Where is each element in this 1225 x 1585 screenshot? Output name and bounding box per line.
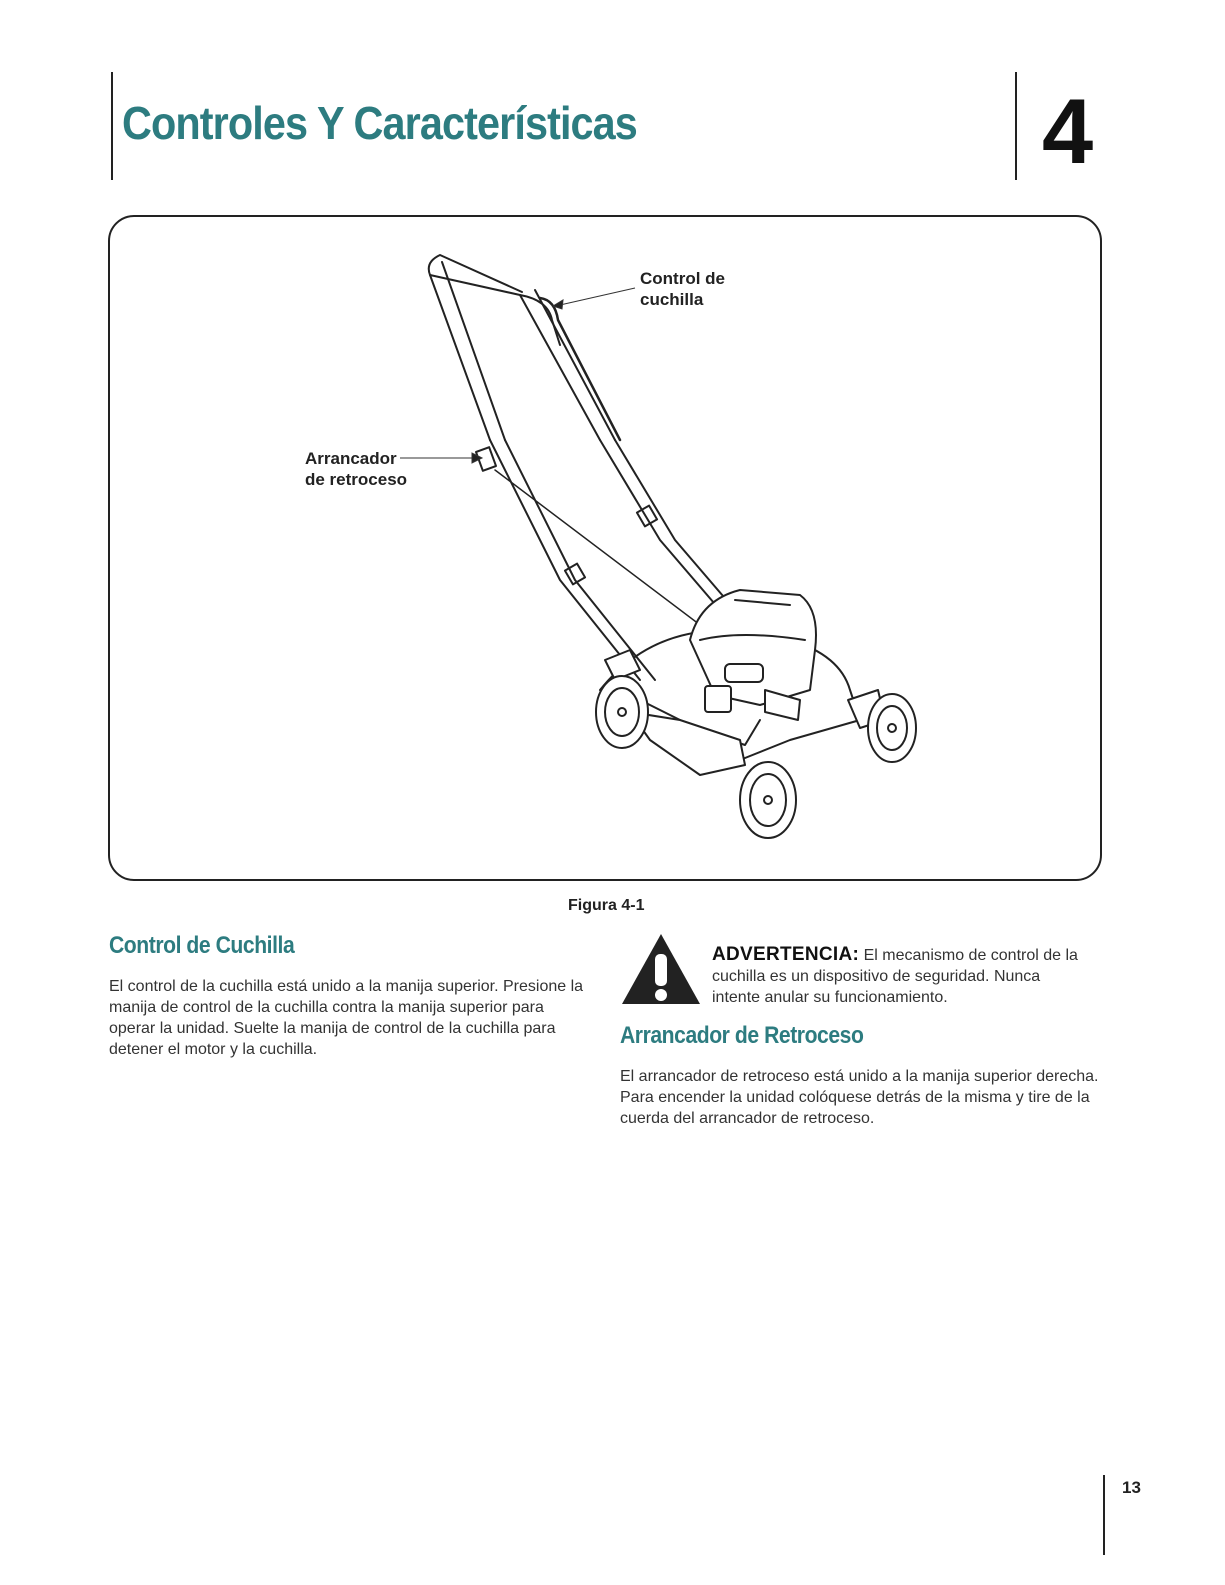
section-heading-blade-control: Control de Cuchilla bbox=[109, 932, 295, 959]
callout-blade-control-line2: cuchilla bbox=[640, 290, 704, 309]
callout-blade-control-line1: Control de bbox=[640, 269, 725, 288]
chapter-rule bbox=[1015, 72, 1017, 180]
figure-frame bbox=[108, 215, 1102, 881]
callout-recoil-starter-line1: Arrancador bbox=[305, 449, 397, 468]
chapter-number: 4 bbox=[1042, 81, 1094, 183]
callout-blade-control: Control de cuchilla bbox=[640, 268, 725, 310]
warning-label: ADVERTENCIA: bbox=[712, 944, 860, 965]
title-rule bbox=[111, 72, 113, 180]
callout-recoil-starter: Arrancador de retroceso bbox=[305, 448, 407, 490]
page-number-rule bbox=[1103, 1475, 1105, 1555]
page-number: 13 bbox=[1122, 1478, 1141, 1497]
warning-icon bbox=[622, 934, 700, 1004]
warning-body: El mecanismo de control de la cuchilla e… bbox=[712, 947, 1078, 1006]
warning-text: ADVERTENCIA: El mecanismo de control de … bbox=[712, 944, 1092, 1008]
section-heading-recoil-starter: Arrancador de Retroceso bbox=[620, 1022, 864, 1049]
section-body-blade-control: El control de la cuchilla está unido a l… bbox=[109, 978, 584, 1058]
page-title: Controles Y Características bbox=[122, 97, 638, 149]
section-body-recoil-starter: El arrancador de retroceso está unido a … bbox=[620, 1068, 1099, 1127]
figure-caption: Figura 4-1 bbox=[568, 897, 645, 914]
callout-recoil-starter-line2: de retroceso bbox=[305, 470, 408, 489]
